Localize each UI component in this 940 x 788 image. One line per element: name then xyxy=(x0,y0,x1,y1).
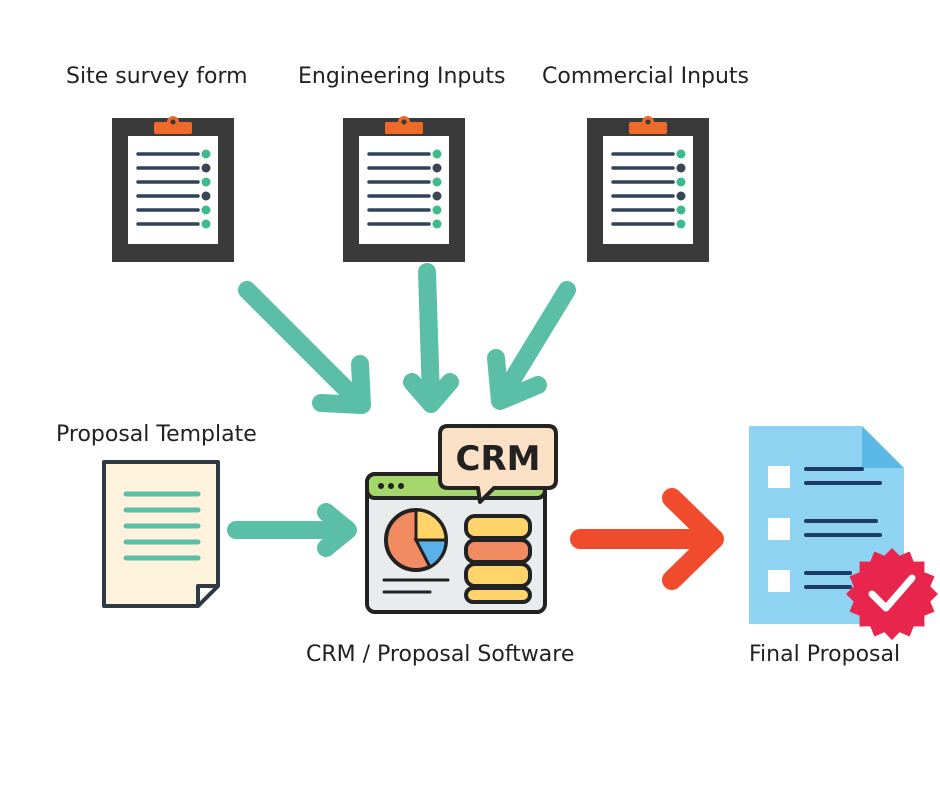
site-survey-clipboard-icon xyxy=(110,114,236,264)
proposal-template-icon xyxy=(102,460,220,608)
arrow-commercial-to-crm xyxy=(487,281,576,410)
checkmark-icon xyxy=(868,574,916,612)
crm-software-label: CRM / Proposal Software xyxy=(306,642,575,667)
crm-badge-text: CRM xyxy=(456,439,541,479)
approved-badge-icon xyxy=(846,548,938,640)
arrow-template-to-crm xyxy=(227,503,357,557)
site-survey-label: Site survey form xyxy=(66,64,248,89)
arrow-site-survey-to-crm xyxy=(238,281,371,414)
commercial-inputs-label: Commercial Inputs xyxy=(542,64,750,89)
crm-software-icon: CRM xyxy=(365,424,558,614)
proposal-template-label: Proposal Template xyxy=(56,422,257,447)
arrow-engineering-to-crm xyxy=(403,263,459,413)
commercial-clipboard-icon xyxy=(585,114,711,264)
arrow-crm-to-final xyxy=(570,488,724,590)
final-proposal-label: Final Proposal xyxy=(749,642,901,667)
engineering-clipboard-icon xyxy=(341,114,467,264)
engineering-inputs-label: Engineering Inputs xyxy=(298,64,506,89)
